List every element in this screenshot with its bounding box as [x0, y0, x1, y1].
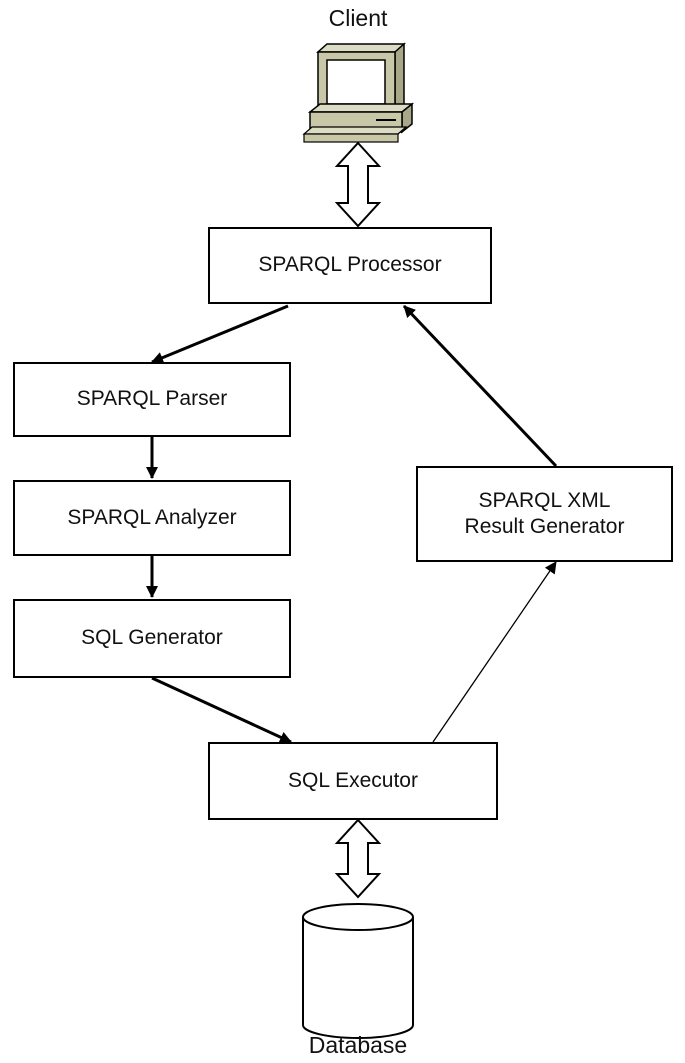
client-processor-double-arrow: [334, 141, 382, 228]
database-label: Database: [308, 1032, 408, 1058]
sparql-processor-box: SPARQL Processor: [208, 227, 492, 304]
sparql-xml-result-generator-box: SPARQL XML Result Generator: [416, 466, 673, 562]
sparql-parser-box: SPARQL Parser: [13, 362, 291, 437]
desktop-computer-icon: [302, 42, 415, 143]
sqlgenerator-to-executor-arrow: [151, 676, 292, 744]
sql-executor-box: SQL Executor: [208, 742, 498, 820]
processor-to-parser-arrow: [151, 304, 289, 364]
client-label: Client: [328, 5, 388, 31]
executor-to-xmlresult-arrow: [432, 561, 557, 743]
xmlresult-to-processor-arrow: [402, 304, 558, 468]
executor-database-double-arrow: [334, 818, 382, 899]
database-cylinder-icon: [302, 903, 414, 1039]
sparql-analyzer-box: SPARQL Analyzer: [13, 480, 291, 556]
sql-generator-box: SQL Generator: [13, 599, 291, 678]
